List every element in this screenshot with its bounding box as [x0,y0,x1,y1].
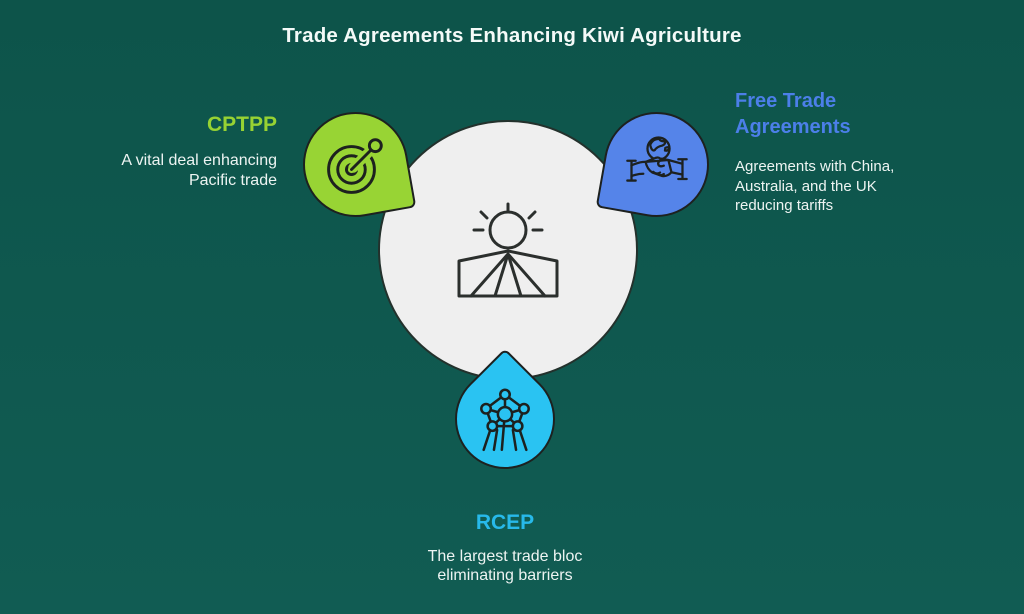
label-block-rcep: RCEP The largest trade bloc eliminating … [355,511,655,585]
target-pin-icon [323,132,389,198]
node-fta [595,103,718,226]
rcep-description: The largest trade bloc eliminating barri… [427,548,583,584]
rcep-title: RCEP [475,511,535,534]
node-rcep [434,348,576,490]
cptpp-description: A vital deal enhancing Pacific trade [121,152,277,189]
label-block-cptpp: CPTPP A vital deal enhancing Pacific tra… [47,112,277,191]
handshake-globe-icon [622,134,692,195]
fta-title: Free Trade Agreements [735,90,851,138]
farm-field-sunrise-icon [456,200,560,300]
network-structure-icon [475,385,535,453]
central-hub-circle [378,120,638,380]
fta-description: Agreements with China, Australia, and th… [735,158,895,214]
cptpp-title: CPTPP [206,113,277,136]
label-block-fta: Free Trade Agreements Agreements with Ch… [735,88,945,216]
page-title: Trade Agreements Enhancing Kiwi Agricult… [282,24,742,47]
node-cptpp [294,103,417,226]
